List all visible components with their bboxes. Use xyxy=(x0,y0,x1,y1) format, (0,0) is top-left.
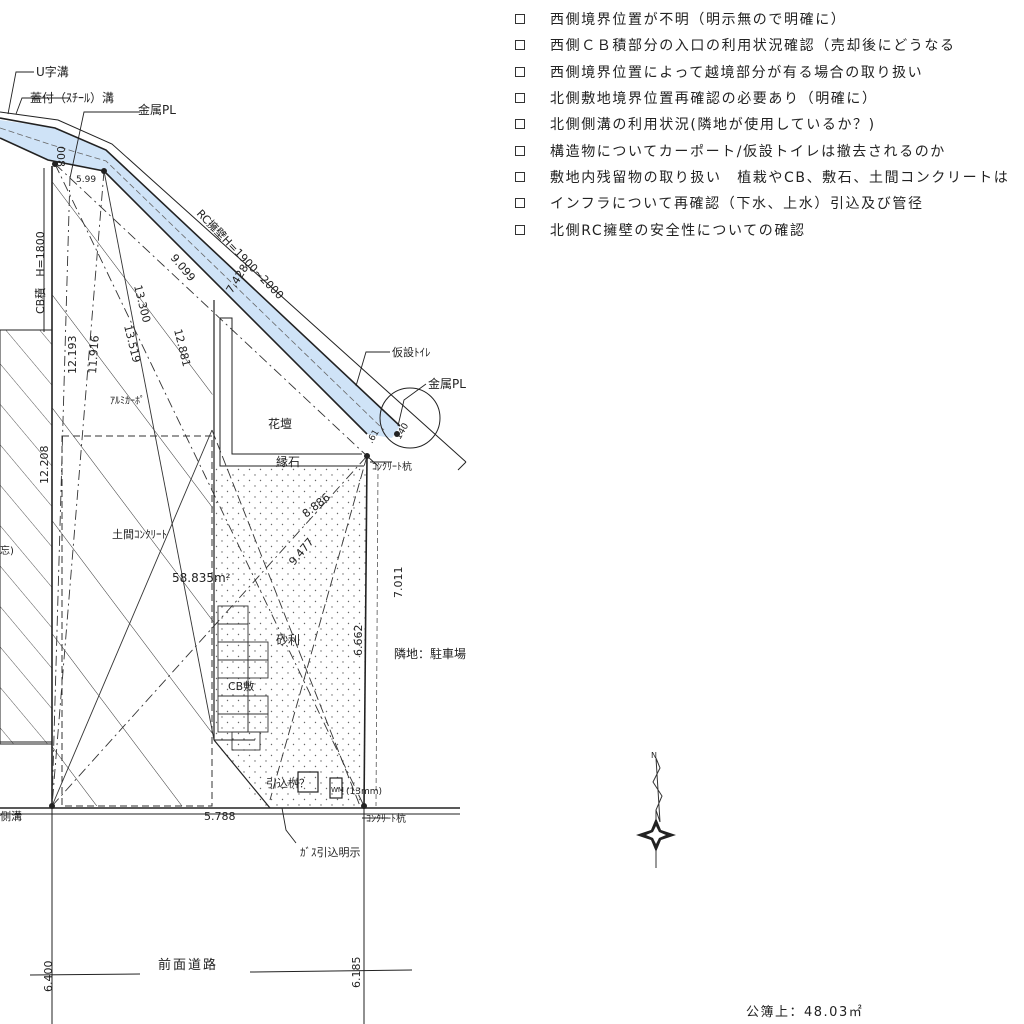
checkbox[interactable] xyxy=(515,93,525,104)
label-side-gutter: 側溝 xyxy=(0,810,22,823)
checklist-item: 構造物についてカーポート/仮設トイレは撤去されるのか xyxy=(515,137,1024,163)
checklist-item: 北側側溝の利用状況(隣地が使用しているか？) xyxy=(515,111,1024,137)
checkbox[interactable] xyxy=(515,145,525,156)
boundary-point-nw xyxy=(52,161,58,167)
label-flower-bed: 花壇 xyxy=(268,416,292,431)
label-cb-paving: CB敷 xyxy=(228,679,254,693)
boundary-point-sw xyxy=(49,803,55,809)
checkbox[interactable] xyxy=(515,14,525,25)
label-water-meter: WM xyxy=(331,786,344,794)
dim-5-788: 5.788 xyxy=(204,810,236,823)
label-area: 58.835m² xyxy=(172,571,231,585)
checklist-item-text: 西側ＣＢ積部分の入口の利用状況確認（売却後にどうなる xyxy=(550,38,956,55)
leader-lines xyxy=(7,71,427,844)
label-metal-pl-top: 金属PL xyxy=(138,102,176,117)
label-partial-left: 忘) xyxy=(0,544,14,557)
checklist-item: 北側RC擁壁の安全性についての確認 xyxy=(515,216,1024,242)
checkbox[interactable] xyxy=(515,40,525,51)
label-gas-inlet: ｶﾞｽ引込明示 xyxy=(300,845,361,859)
label-concrete-pile-top: ｺﾝｸﾘｰﾄ杭 xyxy=(372,460,412,473)
label-concrete-pile-bottom: ｺﾝｸﾘｰﾄ杭 xyxy=(366,812,406,825)
checklist-item-text: インフラについて再確認（下水、上水）引込及び管径 xyxy=(550,196,924,213)
dim-6-185: 6.185 xyxy=(350,957,363,989)
rc-retaining-wall xyxy=(0,111,467,471)
water-meter-box xyxy=(329,777,343,799)
checklist-item-text: 敷地内残留物の取り扱い 植栽やCB、敷石、土間コンクリートは xyxy=(550,169,1010,186)
label-aluminum-carport: ｱﾙﾐｶｰﾎﾟ xyxy=(110,395,145,407)
label-front-road: 前面道路 xyxy=(158,957,218,973)
label-inlet-box: 引込桝？ xyxy=(266,776,310,790)
checklist-item: 西側ＣＢ積部分の入口の利用状況確認（売却後にどうなる xyxy=(515,32,1024,58)
boundary-markers xyxy=(49,161,400,809)
dim-11-916: 11.916 xyxy=(86,335,102,374)
frontage-lines xyxy=(0,807,460,1024)
checkbox[interactable] xyxy=(515,119,525,130)
checklist-item-text: 北側RC擁壁の安全性についての確認 xyxy=(550,222,806,239)
boundary-point-n xyxy=(101,168,107,174)
issue-checklist: 西側境界位置が不明（明示無ので明確に） 西側ＣＢ積部分の入口の利用状況確認（売却… xyxy=(515,6,1024,243)
label-temp-toilet: 仮設ﾄｲﾚ xyxy=(392,345,431,359)
dim-6-400: 6.400 xyxy=(42,961,55,993)
survey-lines xyxy=(51,163,368,807)
inlet-box xyxy=(297,771,319,793)
checklist-item-text: 西側境界位置によって越境部分が有る場合の取り扱い xyxy=(550,64,924,81)
checkbox[interactable] xyxy=(515,66,525,77)
label-metal-pl-right: 金属PL xyxy=(428,376,466,391)
label-earth-concrete: 土間ｺﾝｸﾘｰﾄ xyxy=(112,528,167,541)
dim-12-208: 12.208 xyxy=(38,446,51,485)
north-label: N xyxy=(651,751,657,760)
boundary-point-ne xyxy=(364,453,370,459)
checkbox[interactable] xyxy=(515,224,525,235)
label-cb-wall: CB積 H=1800 xyxy=(33,231,47,314)
gravel-area xyxy=(213,300,368,809)
label-lid-gutter: 蓋付（ｽﾁｰﾙ）溝 xyxy=(30,91,114,105)
dim-5-99: 5.99 xyxy=(76,175,96,185)
registry-area-note: 公簿上：48.03㎡ xyxy=(746,1005,864,1020)
detail-circle xyxy=(379,387,441,449)
dim-12-193: 12.193 xyxy=(66,336,79,375)
checklist-item-text: 構造物についてカーポート/仮設トイレは撤去されるのか xyxy=(550,143,946,160)
checklist-item: 西側境界位置が不明（明示無ので明確に） xyxy=(515,6,1024,32)
flower-bed xyxy=(219,317,364,467)
label-neighbor-parking: 隣地：駐車場 xyxy=(394,646,466,661)
checklist-item: 北側敷地境界位置再確認の必要あり（明確に） xyxy=(515,85,1024,111)
checklist-item: 敷地内残留物の取り扱い 植栽やCB、敷石、土間コンクリートは xyxy=(515,164,1024,190)
checklist-item-text: 西側境界位置が不明（明示無ので明確に） xyxy=(550,12,847,29)
boundary-point-e xyxy=(394,431,400,437)
cb-paving xyxy=(217,605,269,751)
checklist-item: インフラについて再確認（下水、上水）引込及び管径 xyxy=(515,190,1024,216)
label-pipe-size: (13mm) xyxy=(346,787,382,797)
label-gravel: 砂利 xyxy=(276,633,300,647)
checklist-item-text: 北側側溝の利用状況(隣地が使用しているか？) xyxy=(550,117,876,134)
earth-concrete-slab xyxy=(52,166,214,807)
north-arrow-icon xyxy=(636,757,676,868)
checklist-item: 西側境界位置によって越境部分が有る場合の取り扱い xyxy=(515,59,1024,85)
dim-6-662: 6.662 xyxy=(352,625,365,657)
checklist-item-text: 北側敷地境界位置再確認の必要あり（明確に） xyxy=(550,91,878,108)
dim-7-011: 7.011 xyxy=(392,567,405,599)
checkbox[interactable] xyxy=(515,171,525,182)
boundary-point-se xyxy=(361,803,367,809)
checkbox[interactable] xyxy=(515,198,525,209)
east-boundary xyxy=(363,455,379,809)
label-edge-stone: 縁石 xyxy=(276,454,300,469)
dim-008: 008 xyxy=(54,146,67,167)
label-u-gutter: U字溝 xyxy=(36,64,69,79)
